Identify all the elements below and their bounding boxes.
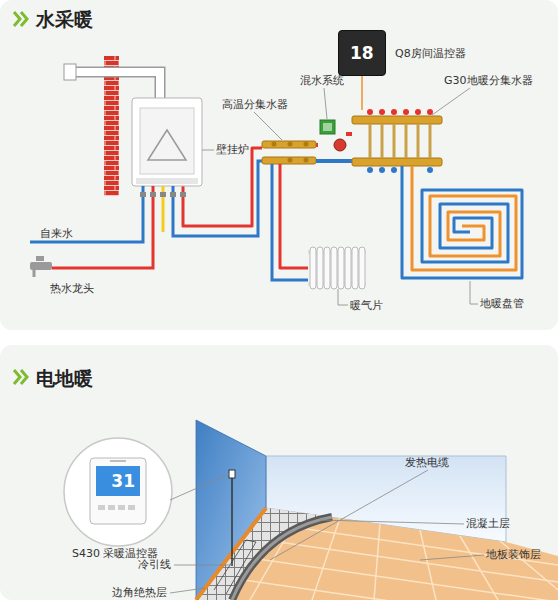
valve-cap (415, 109, 421, 115)
thermostat-badge: 31S430 采暖温控器 (64, 438, 172, 546)
leader-line (174, 565, 232, 566)
manifold-port (304, 142, 309, 147)
radiator-fin (324, 247, 330, 289)
floor-coil: 地暖盘管 (398, 184, 526, 282)
display-reading: 31 (96, 466, 140, 496)
valve (150, 192, 156, 197)
edge-insulation (196, 508, 266, 600)
valve-cap (403, 109, 409, 115)
part-label: 地板装饰层 (486, 548, 541, 561)
leader-line (420, 555, 484, 560)
manifold: 高温分集水器 (262, 138, 316, 170)
part-label: 边角绝热层 (112, 586, 167, 599)
manifold-port (272, 142, 277, 147)
section-heading: 水采暖 (36, 8, 93, 30)
supply-stub (279, 164, 282, 170)
thermostat-body (90, 458, 146, 524)
thermostat-screen (96, 466, 140, 496)
valve-cap (391, 167, 397, 173)
valve-cap (427, 167, 433, 173)
part-label: 壁挂炉 (216, 143, 249, 156)
valve-cap (379, 167, 385, 173)
cold-lead (231, 476, 233, 566)
leader-line (270, 470, 428, 560)
mixing-unit: 混水系统 (318, 118, 346, 150)
radiator-fin (317, 247, 323, 289)
valve (160, 192, 166, 197)
wall-boiler: 壁挂炉 (132, 98, 202, 186)
heating-cable-mesh (196, 508, 332, 600)
thermostat-badge (64, 438, 172, 546)
floor-finish (196, 508, 558, 600)
manifold-bar (262, 157, 316, 164)
radiator-fin (352, 247, 358, 289)
tap-handle (36, 256, 44, 261)
valve-cap (367, 167, 373, 173)
leader-line (320, 520, 464, 524)
section-heading: 电地暖 (36, 367, 93, 389)
radiator-fin (331, 247, 337, 289)
junction-box (229, 470, 235, 478)
valve-cap (391, 109, 397, 115)
thermostat-button (108, 505, 115, 510)
manifold-bar (262, 141, 316, 148)
radiator-fin (359, 247, 365, 289)
valve (140, 192, 146, 197)
pipe-connector (346, 132, 352, 136)
part-label: 发热电缆 (405, 456, 449, 469)
concrete-layer (232, 517, 332, 600)
manifold-bar (352, 158, 442, 166)
valve-cap (427, 109, 433, 115)
thermostat-button (118, 505, 125, 510)
pipe-connector (411, 180, 414, 184)
mixing-window (323, 123, 332, 131)
part-label: 热水龙头 (50, 282, 94, 295)
boiler-strip (136, 178, 198, 184)
coil-stub (411, 166, 414, 180)
room-thermostat: 18Q8房间温控器 (338, 30, 386, 76)
manifold-port (288, 158, 293, 163)
part-label: G30地暖分集水器 (444, 74, 533, 87)
thermostat-button (128, 505, 135, 510)
display-reading: 18 (350, 43, 374, 63)
radiator-fin (310, 247, 316, 289)
mixing-box (320, 120, 335, 134)
tap-body (30, 262, 52, 270)
concrete-layer (232, 517, 332, 600)
leader-line (202, 150, 214, 151)
tap-spout (33, 270, 36, 277)
manifold-bar (352, 116, 442, 124)
part-label: 自来水 (40, 227, 73, 240)
boiler-logo (148, 130, 186, 160)
valve (180, 192, 186, 197)
part-label: 混凝土层 (466, 517, 510, 530)
flue-cap (64, 64, 76, 80)
part-label: 冷引线 (138, 558, 171, 571)
boiler-panel (140, 108, 194, 174)
radiator-fin (338, 247, 344, 289)
manifold: G30地暖分集水器 (352, 110, 442, 180)
valve (170, 192, 176, 197)
manifold-port (288, 142, 293, 147)
part-label: 暖气片 (350, 299, 383, 312)
thermostat-button (98, 505, 105, 510)
thermostat-brand (110, 460, 126, 462)
valve-cap (367, 109, 373, 115)
pump (334, 139, 346, 151)
radiator-fin (345, 247, 351, 289)
part-label: 高温分集水器 (222, 98, 288, 111)
return-pipe (316, 159, 352, 163)
radiator: 暖气片 (308, 246, 366, 290)
manifold-port (304, 158, 309, 163)
part-label: 混水系统 (300, 74, 344, 87)
part-label: 地暖盘管 (480, 297, 524, 310)
part-label: Q8房间温控器 (395, 47, 466, 60)
boiler-body (132, 98, 202, 186)
valve-cap (379, 109, 385, 115)
control-wire (361, 76, 363, 110)
